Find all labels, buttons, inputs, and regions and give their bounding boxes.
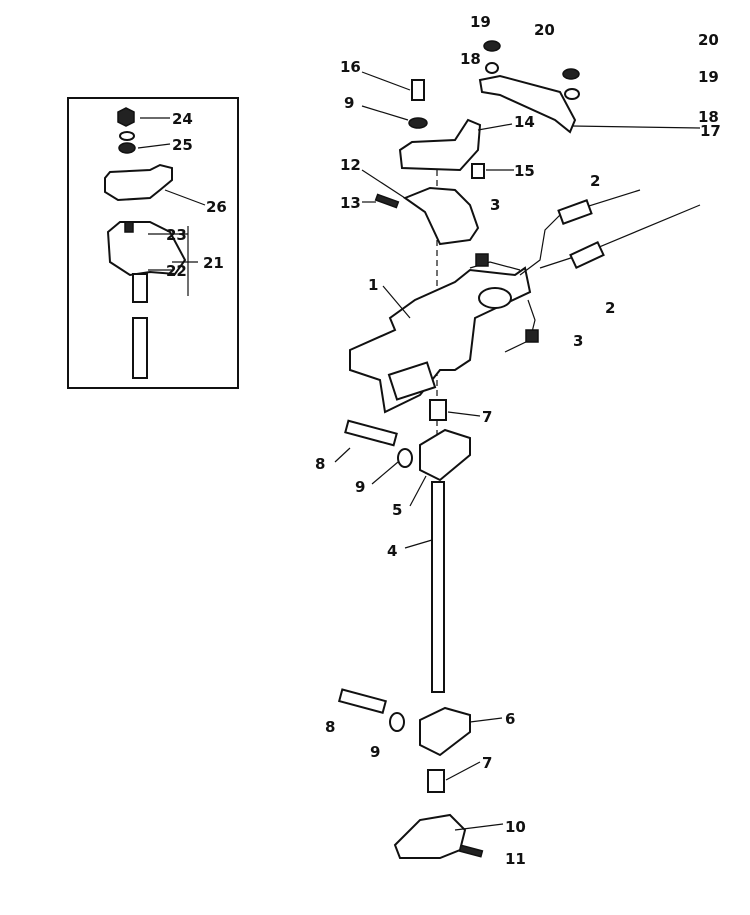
inset-frame — [67, 97, 239, 389]
link-17 — [478, 74, 577, 134]
callout-26: 26 — [206, 198, 227, 216]
callout-9: 9 — [370, 743, 380, 761]
pin-22 — [132, 273, 148, 303]
callout-6: 6 — [505, 710, 515, 728]
bushing-7a — [429, 399, 447, 421]
nut-24 — [117, 107, 135, 127]
rod-4 — [431, 481, 445, 693]
callout-4: 4 — [387, 542, 397, 560]
washer-25a — [119, 131, 135, 141]
bolt-8b — [337, 688, 387, 714]
callout-10: 10 — [505, 818, 526, 836]
callout-13: 13 — [340, 194, 361, 212]
bushing-7b — [427, 769, 445, 793]
callout-7: 7 — [482, 754, 492, 772]
callout-18: 18 — [698, 108, 719, 126]
bolt-15 — [471, 163, 485, 179]
callout-15: 15 — [514, 162, 535, 180]
collar-5 — [419, 428, 471, 482]
callout-3: 3 — [490, 196, 500, 214]
collar-6 — [419, 706, 471, 757]
callout-14: 14 — [514, 113, 535, 131]
callout-5: 5 — [392, 501, 402, 519]
callout-20: 20 — [698, 31, 719, 49]
stud-23 — [124, 221, 134, 233]
plate-26 — [104, 163, 173, 202]
callout-17: 17 — [700, 122, 721, 140]
shaft-inset — [132, 317, 148, 379]
inset-parts — [104, 107, 206, 379]
callout-2: 2 — [590, 172, 600, 190]
washer-25b — [118, 142, 136, 154]
callout-1: 1 — [368, 276, 378, 294]
main-parts — [334, 40, 701, 859]
callout-3: 3 — [573, 332, 583, 350]
callout-18: 18 — [460, 50, 481, 68]
callout-8: 8 — [315, 455, 325, 473]
callout-19: 19 — [698, 68, 719, 86]
callout-24: 24 — [172, 110, 193, 128]
callout-7: 7 — [482, 408, 492, 426]
callout-8: 8 — [325, 718, 335, 736]
arm-10 — [393, 813, 467, 859]
lever-21 — [106, 221, 187, 277]
bolt-16 — [411, 79, 425, 101]
callout-9: 9 — [344, 94, 354, 112]
callout-22: 22 — [166, 262, 187, 280]
callout-16: 16 — [340, 58, 361, 76]
plate-14 — [398, 118, 482, 172]
callout-25: 25 — [172, 136, 193, 154]
callout-23: 23 — [166, 226, 187, 244]
callout-2: 2 — [605, 299, 615, 317]
lever-12 — [402, 186, 480, 246]
callout-20: 20 — [534, 21, 555, 39]
callout-9: 9 — [355, 478, 365, 496]
callout-19: 19 — [470, 13, 491, 31]
bolt-8a — [344, 419, 398, 447]
callout-11: 11 — [505, 850, 526, 868]
callout-12: 12 — [340, 156, 361, 174]
washer-9 — [408, 117, 428, 129]
callout-21: 21 — [203, 254, 224, 272]
